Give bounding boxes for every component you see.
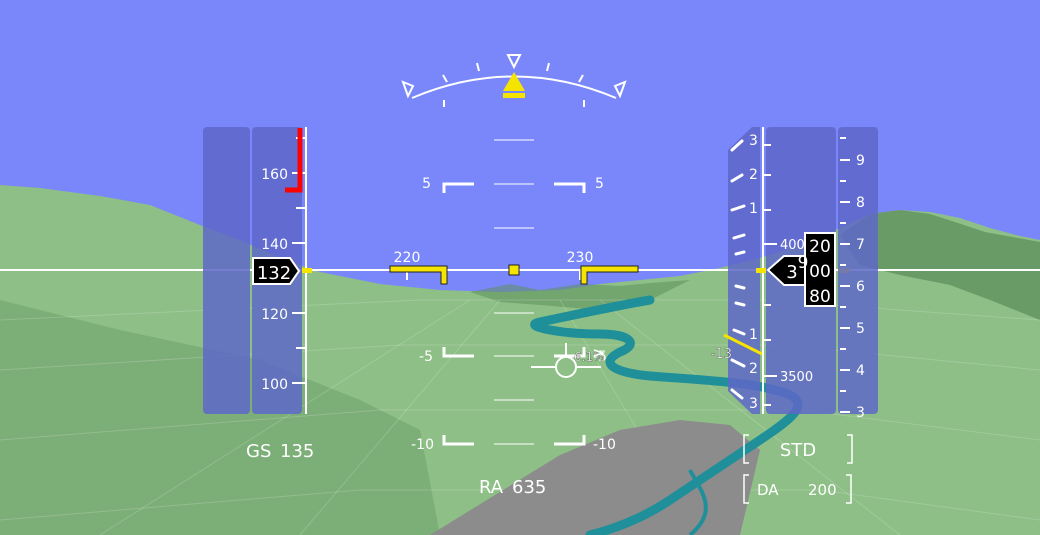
minimums-box[interactable]: DA 200 xyxy=(743,474,852,504)
flight-path-vector-icon xyxy=(531,343,601,378)
vertical-speed-needle xyxy=(723,333,763,356)
altitude-secondary-band xyxy=(838,127,878,414)
pitch-label-up5-left: 5 xyxy=(422,176,431,192)
airspeed-current: 132 xyxy=(257,263,291,284)
ground-speed-readout: GS 135 xyxy=(246,441,314,462)
altitude-readout-box: 3 9 20 00 80 xyxy=(756,232,850,307)
minimums-label: DA xyxy=(757,481,779,499)
heading-ticks-top xyxy=(443,100,585,107)
altitude-hundreds: 9 xyxy=(798,253,809,273)
minimums-value: 200 xyxy=(808,481,837,499)
baro-setting-value: STD xyxy=(780,440,816,461)
altitude-marker-upper: 400 xyxy=(780,238,805,253)
airspeed-tick-140: 140 xyxy=(261,237,288,253)
vs-tick-down1: 1 xyxy=(749,327,758,343)
alt-scale-tick-8: 8 xyxy=(856,195,865,211)
pitch-ladder xyxy=(442,139,586,446)
slip-indicator xyxy=(503,93,525,98)
heading-label-right: 230 xyxy=(567,250,594,266)
vs-tick-down3: 3 xyxy=(749,396,758,412)
altitude-tens-current: 00 xyxy=(809,262,831,282)
ground-speed-label: GS xyxy=(246,441,271,462)
overspeed-limit-bar xyxy=(285,128,303,193)
heading-label-left: 220 xyxy=(394,250,421,266)
vertical-speed-scale: 3 2 1 1 2 3 -13 xyxy=(711,127,763,414)
alt-scale-tick-3: 3 xyxy=(856,405,865,421)
road-surface xyxy=(430,420,760,535)
river-tributary xyxy=(688,469,708,535)
baro-setting-box[interactable]: STD xyxy=(743,434,853,464)
alt-scale-tick-6: 6 xyxy=(856,279,865,295)
altitude-tens-lower: 80 xyxy=(809,287,831,307)
aircraft-symbol xyxy=(389,264,639,285)
flight-path-gradient: 6.1% xyxy=(574,350,605,364)
alt-scale-tick-4: 4 xyxy=(856,363,865,379)
pitch-label-down5-left: -5 xyxy=(419,349,433,365)
vs-tick-down2: 2 xyxy=(749,361,758,377)
bank-pointer-icon xyxy=(503,72,525,91)
altitude-tens-upper: 20 xyxy=(809,237,831,257)
alt-scale-tick-7: 7 xyxy=(856,237,865,253)
airspeed-trend-band xyxy=(203,127,250,414)
acceleration-chevron xyxy=(593,349,606,357)
terrain-shade-left xyxy=(0,300,440,535)
vs-tick-up2: 2 xyxy=(749,167,758,183)
pitch-label-down10-right: -10 xyxy=(593,437,616,453)
altitude-thousands: 3 xyxy=(786,262,797,283)
airspeed-tick-120: 120 xyxy=(261,307,288,323)
vs-tick-up3: 3 xyxy=(749,133,758,149)
altitude-secondary-scale: 9 8 7 6 5 4 3 xyxy=(838,127,878,421)
airspeed-readout-box: 132 xyxy=(252,257,312,285)
vs-tick-up1: 1 xyxy=(749,201,758,217)
river xyxy=(530,295,803,535)
vertical-speed-readout: -13 xyxy=(711,347,732,362)
airspeed-tick-160: 160 xyxy=(261,167,288,183)
radio-altitude-value: 635 xyxy=(512,477,546,498)
altitude-drum xyxy=(804,232,836,307)
terrain-ridge-right xyxy=(840,210,1040,320)
alt-scale-tick-5: 5 xyxy=(856,321,865,337)
pitch-label-down10-left: -10 xyxy=(411,437,434,453)
pitch-label-up5-right: 5 xyxy=(595,176,604,192)
ground-speed-value: 135 xyxy=(280,441,314,462)
airspeed-tick-100: 100 xyxy=(261,377,288,393)
roll-pointer-zero xyxy=(506,54,522,70)
altitude-marker-lower: 3500 xyxy=(780,370,813,385)
radio-altitude-label: RA xyxy=(479,477,504,498)
radio-altitude-readout: RA 635 xyxy=(479,477,546,498)
alt-scale-tick-9: 9 xyxy=(856,153,865,169)
